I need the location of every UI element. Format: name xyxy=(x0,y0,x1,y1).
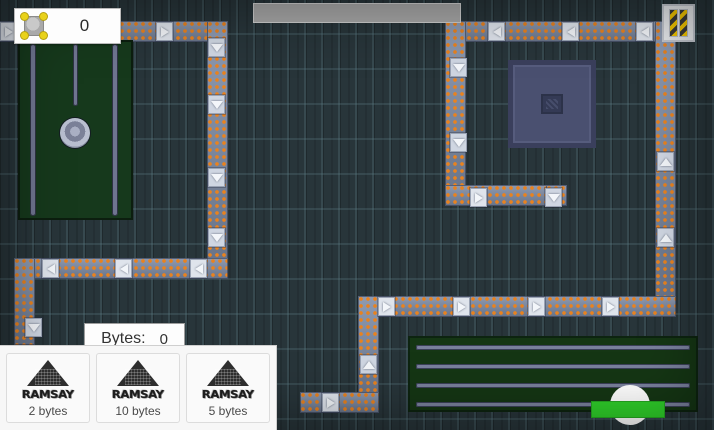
node-chip-icon xyxy=(21,13,47,39)
arrow-glyph xyxy=(27,323,40,332)
machine-press[interactable] xyxy=(18,40,133,220)
hazard-stripe-icon xyxy=(670,10,677,36)
belt-arrow-right-icon[interactable] xyxy=(602,297,619,316)
belt-arrow-up-icon[interactable] xyxy=(657,228,674,247)
bytes-tooltip-label: Bytes: xyxy=(101,330,146,347)
arrow-glyph xyxy=(659,157,672,166)
hazard-loader[interactable] xyxy=(662,4,695,42)
shop-item[interactable]: RAMSAY 5 bytes xyxy=(186,353,270,423)
conveyor-belt[interactable] xyxy=(300,392,379,413)
belt-arrow-down-icon[interactable] xyxy=(450,58,467,77)
belt-arrow-left-icon[interactable] xyxy=(42,259,59,278)
belt-arrow-right-icon[interactable] xyxy=(453,297,470,316)
arrow-glyph xyxy=(194,263,203,274)
arrow-glyph xyxy=(210,100,223,109)
conveyor-belt[interactable] xyxy=(358,296,676,317)
arrow-glyph xyxy=(210,43,223,52)
slat-conveyor-panel[interactable] xyxy=(408,336,698,412)
shop-item-cost: 5 bytes xyxy=(208,404,248,418)
belt-arrow-right-icon[interactable] xyxy=(322,393,339,412)
belt-arrow-left-icon[interactable] xyxy=(115,259,132,278)
belt-arrow-left-icon[interactable] xyxy=(488,22,505,41)
belt-arrow-left-icon[interactable] xyxy=(636,22,653,41)
shop-item-name: RAMSAY xyxy=(22,388,74,401)
arrow-glyph xyxy=(382,301,391,312)
belt-arrow-left-icon[interactable] xyxy=(562,22,579,41)
arrow-glyph xyxy=(452,138,465,147)
shop-tray[interactable]: RAMSAY 2 bytes RAMSAY 10 bytes RAMSAY 5 … xyxy=(0,345,277,430)
conveyor-belt[interactable] xyxy=(207,21,228,269)
shop-item-name: RAMSAY xyxy=(202,388,254,401)
progress-bar xyxy=(591,401,665,418)
arrow-glyph xyxy=(160,26,169,37)
belt-arrow-down-icon[interactable] xyxy=(545,188,562,207)
belt-arrow-down-icon[interactable] xyxy=(208,38,225,57)
arrow-glyph xyxy=(457,301,466,312)
arrow-glyph xyxy=(532,301,541,312)
belt-arrow-right-icon[interactable] xyxy=(378,297,395,316)
arrow-glyph xyxy=(606,301,615,312)
pyramid-icon xyxy=(27,360,69,386)
belt-arrow-down-icon[interactable] xyxy=(208,168,225,187)
belt-arrow-right-icon[interactable] xyxy=(528,297,545,316)
arrow-glyph xyxy=(640,26,649,37)
hazard-stripe-icon xyxy=(680,10,687,36)
belt-arrow-left-icon[interactable] xyxy=(190,259,207,278)
belt-arrow-down-icon[interactable] xyxy=(208,228,225,247)
arrow-glyph xyxy=(452,63,465,72)
shop-item-name: RAMSAY xyxy=(112,388,164,401)
shop-item-cost: 10 bytes xyxy=(115,404,161,418)
structure-processor[interactable] xyxy=(508,60,596,148)
arrow-glyph xyxy=(46,263,55,274)
arrow-glyph xyxy=(362,360,375,369)
arrow-glyph xyxy=(659,233,672,242)
processor-core-icon xyxy=(541,94,563,114)
arrow-glyph xyxy=(326,397,335,408)
bytes-tooltip-value: 0 xyxy=(159,330,168,348)
arrow-glyph xyxy=(566,26,575,37)
arrow-glyph xyxy=(210,173,223,182)
arrow-glyph xyxy=(547,193,560,202)
shop-item-cost: 2 bytes xyxy=(28,404,68,418)
belt-arrow-up-icon[interactable] xyxy=(360,355,377,374)
shop-item[interactable]: RAMSAY 2 bytes xyxy=(6,353,90,423)
belt-arrow-down-icon[interactable] xyxy=(25,318,42,337)
belt-arrow-down-icon[interactable] xyxy=(208,95,225,114)
arrow-glyph xyxy=(492,26,501,37)
shop-item[interactable]: RAMSAY 10 bytes xyxy=(96,353,180,423)
arrow-glyph xyxy=(4,26,13,37)
byte-counter-value: 0 xyxy=(79,16,90,35)
conveyor-belt[interactable] xyxy=(358,296,379,396)
belt-arrow-up-icon[interactable] xyxy=(657,152,674,171)
pyramid-icon xyxy=(207,360,249,386)
conveyor-belt[interactable] xyxy=(445,21,466,206)
arrow-glyph xyxy=(210,233,223,242)
byte-counter-widget[interactable]: 0 xyxy=(14,8,121,44)
pyramid-icon xyxy=(117,360,159,386)
belt-arrow-right-icon[interactable] xyxy=(156,22,173,41)
belt-arrow-right-icon[interactable] xyxy=(470,188,487,207)
gray-platform-bar xyxy=(253,3,461,23)
arrow-glyph xyxy=(119,263,128,274)
belt-arrow-down-icon[interactable] xyxy=(450,133,467,152)
arrow-glyph xyxy=(474,192,483,203)
